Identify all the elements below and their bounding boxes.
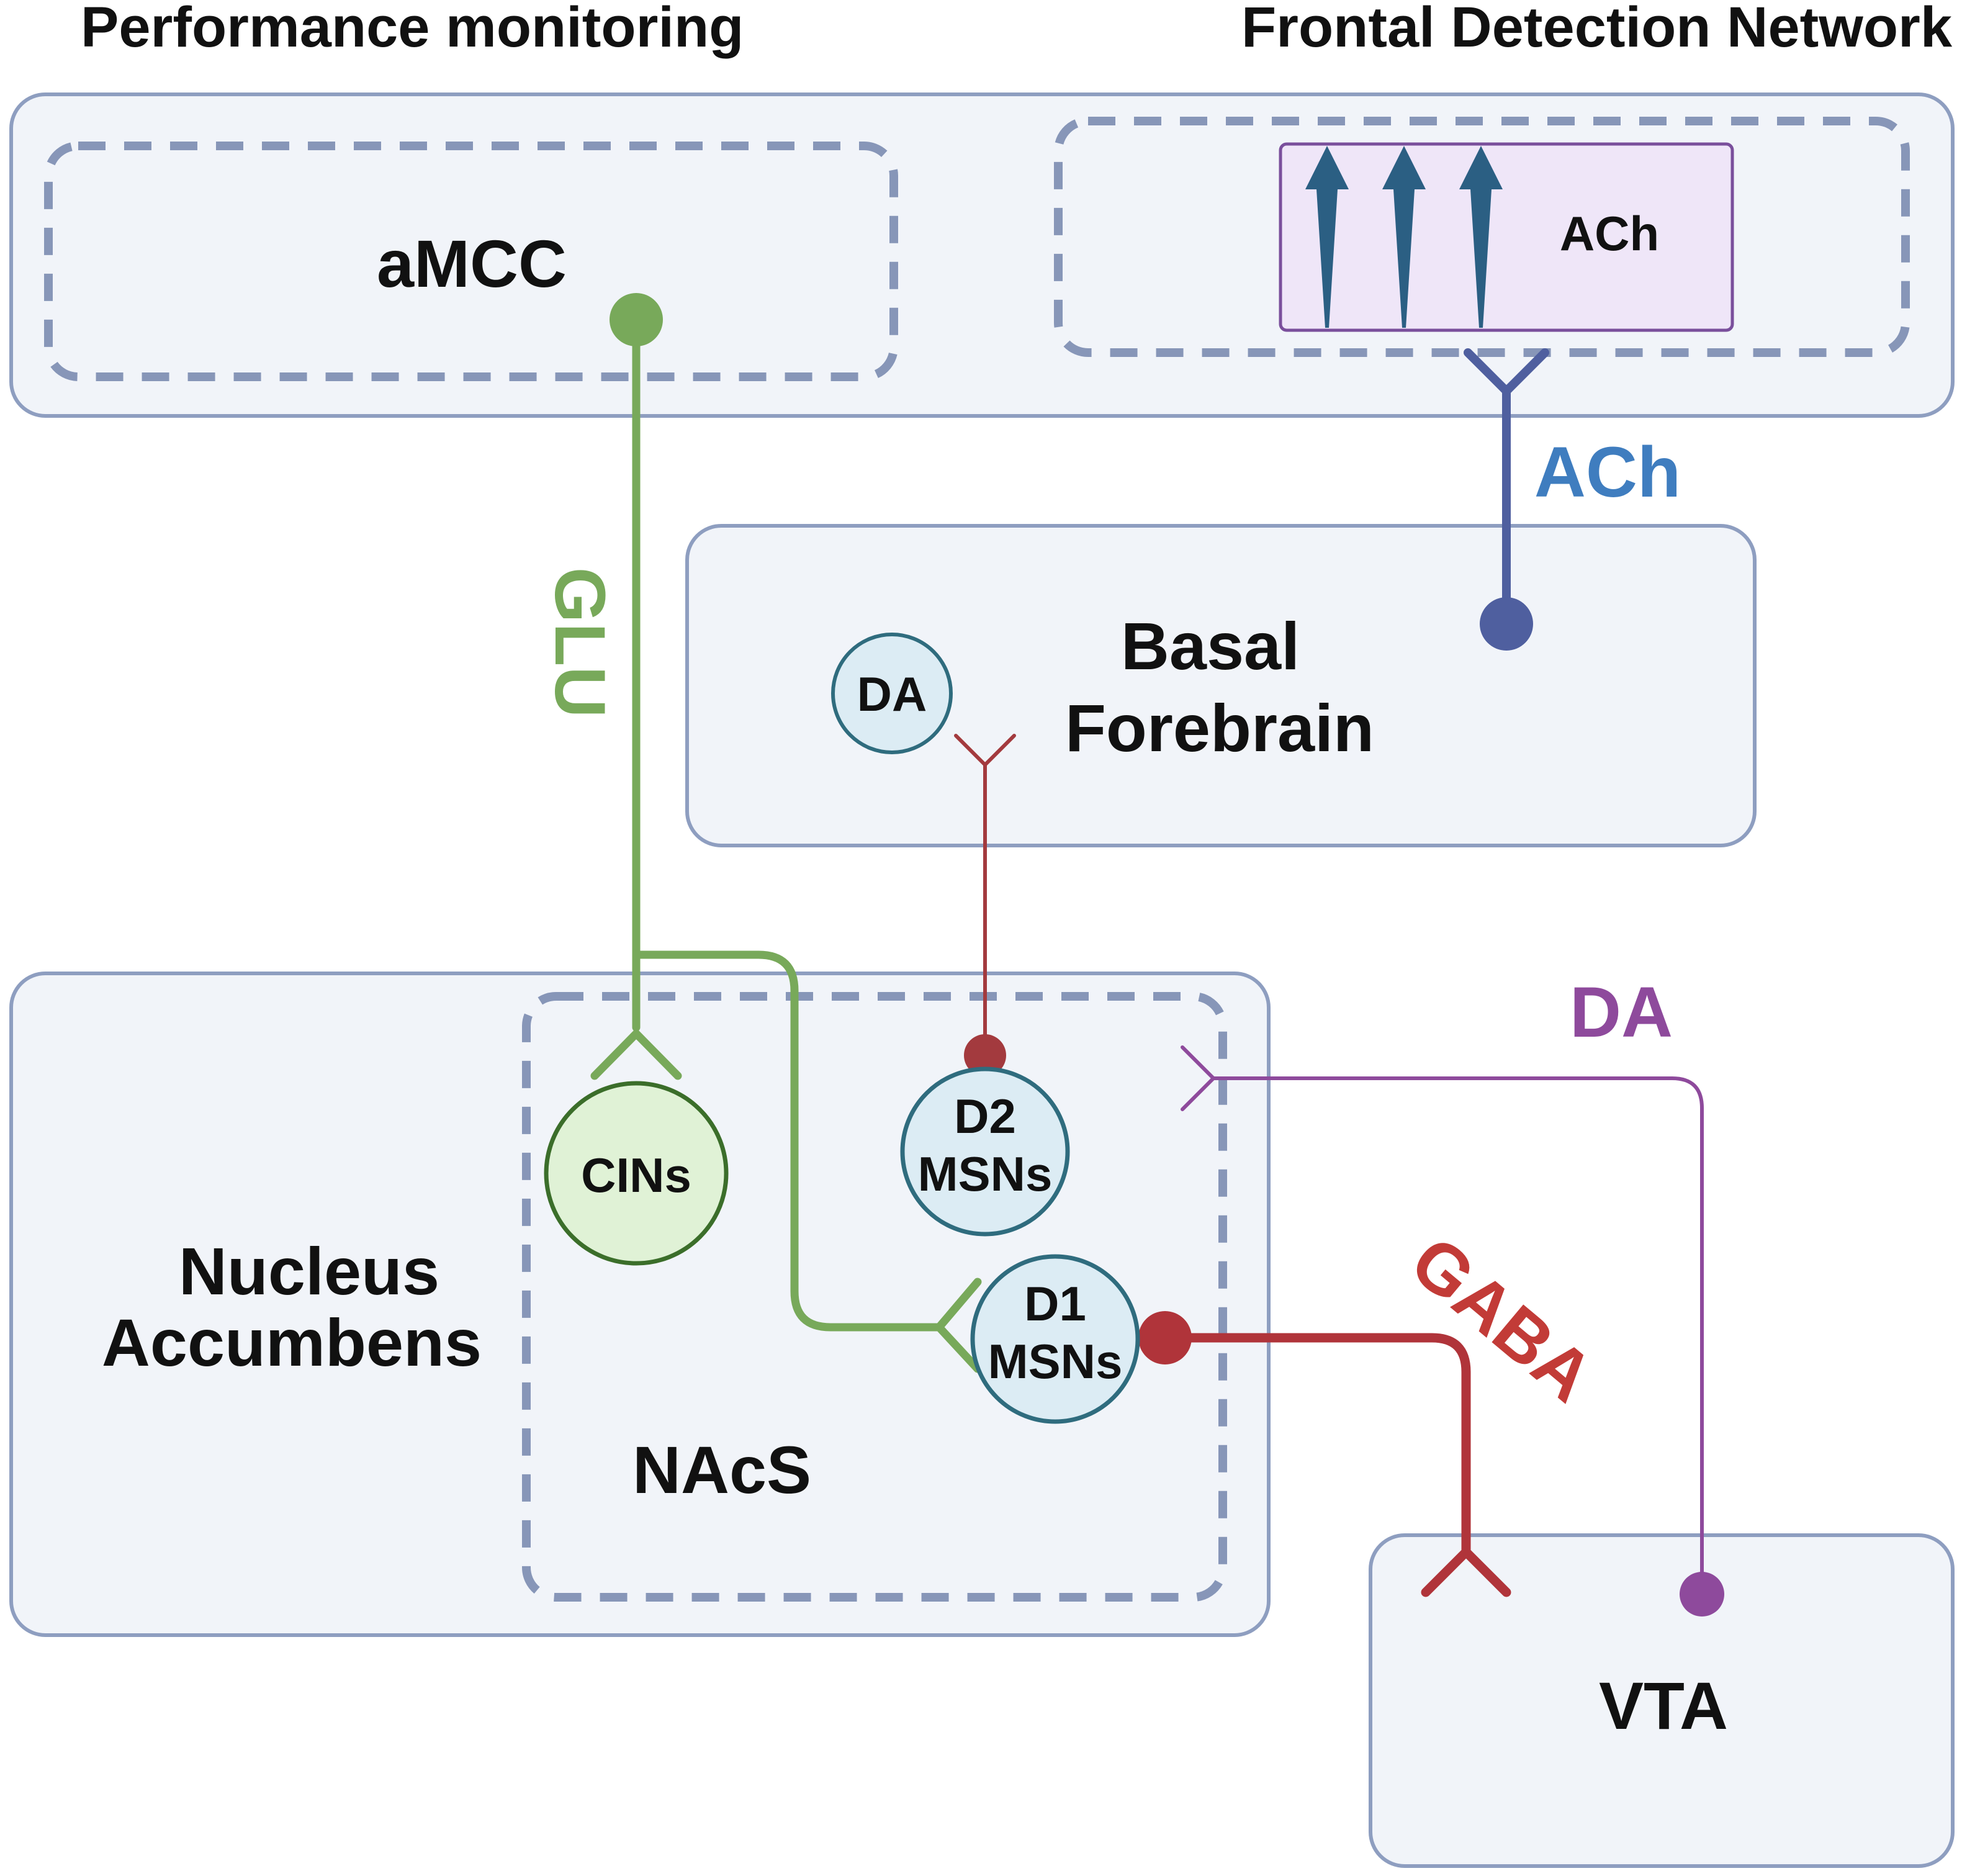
d2-input-terminal xyxy=(964,1034,1006,1076)
ach-terminal xyxy=(1480,597,1533,651)
column-arrow-icon xyxy=(1305,146,1349,328)
basal-forebrain-label-line2: Forebrain xyxy=(1065,690,1374,765)
d2-msns-label-line2: MSNs xyxy=(918,1147,1053,1201)
d1-output-terminal xyxy=(1138,1311,1192,1364)
nucleus-accumbens-label-line1: Nucleus xyxy=(179,1233,439,1309)
nacs-label: NAcS xyxy=(632,1432,811,1507)
nacs-dashed-area xyxy=(522,992,1227,1602)
d2-msns-cell xyxy=(900,1067,1070,1237)
glu-label: GLU xyxy=(540,567,619,718)
heading-frontal-detection-network: Frontal Detection Network xyxy=(1241,0,1953,59)
cins-cell xyxy=(544,1081,729,1266)
glu-origin-terminal xyxy=(610,293,663,346)
ach-box-label: ACh xyxy=(1560,206,1659,261)
d1-msns-cell xyxy=(970,1254,1140,1424)
heading-performance-monitoring: Performance monitoring xyxy=(81,0,744,59)
gaba-label: GABA xyxy=(1396,1221,1608,1417)
d1-msns-label-line2: MSNs xyxy=(988,1334,1123,1389)
d1-msns-label-line1: D1 xyxy=(1024,1276,1086,1331)
d2-msns-label-line1: D2 xyxy=(954,1089,1016,1143)
da-cell-label: DA xyxy=(857,667,927,721)
basal-forebrain-label-line1: Basal xyxy=(1121,608,1300,683)
da-cell xyxy=(831,633,953,754)
frontal-network-dashed-area xyxy=(1054,117,1910,357)
da-pathway xyxy=(1181,1045,1704,1596)
cortical-column-arrows xyxy=(1305,146,1503,328)
nucleus-accumbens-label-line2: Accumbens xyxy=(102,1305,482,1380)
ach-box xyxy=(1279,142,1734,332)
gaba-pathway xyxy=(1160,1333,1511,1597)
column-arrow-icon xyxy=(1459,146,1503,328)
da-vta-terminal xyxy=(1680,1572,1724,1617)
amcc-dashed-area xyxy=(44,142,898,381)
da-to-d2-projection xyxy=(954,734,1016,1057)
da-label: DA xyxy=(1570,973,1673,1052)
ach-pathway xyxy=(1464,348,1549,628)
ach-label: ACh xyxy=(1534,433,1681,512)
vta-label: VTA xyxy=(1599,1668,1728,1743)
amcc-label: aMCC xyxy=(377,226,567,301)
column-arrow-icon xyxy=(1382,146,1426,328)
glu-pathway xyxy=(590,315,982,1373)
vta-region xyxy=(1369,1533,1955,1868)
cins-cell-label: CINs xyxy=(581,1148,691,1202)
